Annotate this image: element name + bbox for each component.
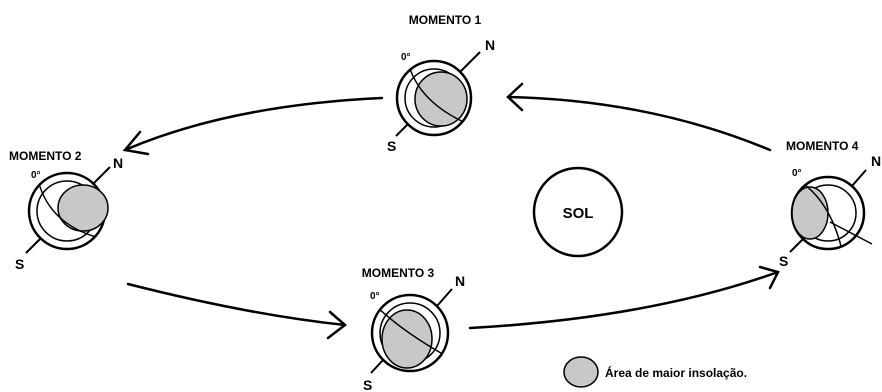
meridian-line (407, 61, 469, 125)
legend-text: Área de maior insolação. (605, 365, 747, 380)
momento-4-label: MOMENTO 4 (786, 139, 859, 153)
axis-north (93, 166, 111, 184)
axis-south (395, 123, 409, 137)
north-label: N (871, 153, 881, 169)
south-label: S (779, 253, 788, 269)
legend-insolation-swatch (563, 356, 599, 388)
orbit-arrow-3-to-4 (468, 270, 780, 330)
meridian-line-extension (829, 221, 873, 245)
axis-south (370, 359, 384, 374)
axis-south (25, 238, 41, 254)
axis-south (789, 238, 804, 253)
insolation-area (381, 309, 433, 369)
north-label: N (455, 273, 465, 289)
sun-circle (532, 166, 624, 258)
meridian-label: 0° (401, 52, 411, 63)
orbit-arrow-head-3-to-4 (758, 265, 780, 290)
earth-momento-2: MOMENTO 2 N S 0° (9, 149, 123, 272)
orbit-arrow-1-to-2 (123, 96, 384, 152)
orbit-arrow-head-4-to-1 (506, 82, 524, 112)
meridian-label: 0° (31, 170, 41, 181)
orbit-arrow-head-1-to-2 (122, 130, 150, 156)
orbit-arrow-4-to-1 (506, 95, 772, 152)
legend: Área de maior insolação. (563, 356, 747, 388)
south-label: S (387, 138, 396, 154)
south-label: S (363, 377, 372, 392)
meridian-label: 0° (370, 291, 380, 302)
earth-momento-3: MOMENTO 3 N S 0° (362, 266, 465, 392)
sun-label: SOL (563, 205, 594, 222)
momento-3-label: MOMENTO 3 (362, 266, 435, 280)
insolation-area (414, 71, 468, 127)
south-label: S (15, 256, 24, 272)
meridian-label: 0° (792, 168, 802, 179)
orbit-arrow-head-2-to-3 (326, 310, 347, 340)
sun: SOL (532, 166, 624, 258)
insolation-area (791, 186, 829, 240)
north-label: N (113, 155, 123, 171)
axis-north (851, 169, 867, 187)
north-label: N (485, 37, 495, 53)
momento-1-label: MOMENTO 1 (409, 13, 482, 27)
earth-momento-1: MOMENTO 1 N S 0° (387, 13, 495, 154)
insolation-area (57, 184, 109, 232)
orbit-arrows (122, 82, 780, 340)
orbit-arrow-2-to-3 (126, 282, 347, 327)
axis-north (436, 288, 453, 307)
earth-momento-4: MOMENTO 4 N S 0° (779, 139, 881, 269)
momento-2-label: MOMENTO 2 (9, 149, 82, 163)
axis-north (459, 51, 481, 73)
